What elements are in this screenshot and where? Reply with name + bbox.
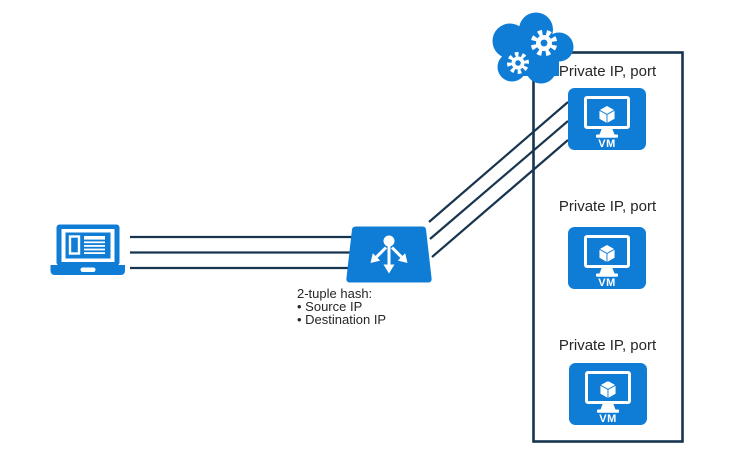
- cube-glyph: [598, 105, 616, 124]
- vm-icon: VM: [568, 227, 646, 289]
- vm-icon: VM: [568, 88, 646, 150]
- lb-hash-item: • Source IP: [297, 299, 363, 314]
- cube-glyph: [599, 380, 617, 399]
- load-balancer-icon: [346, 226, 432, 283]
- distribute-arrows-glyph: [370, 235, 408, 274]
- lb-hash-annotation: 2-tuple hash: • Source IP • Destination …: [297, 287, 386, 326]
- client-to-lb-links: [130, 235, 354, 270]
- vm-monitor: [584, 96, 630, 129]
- vm-badge: VM: [598, 138, 616, 150]
- lb-hash-item: • Destination IP: [297, 312, 387, 327]
- laptop-screen-lines: [84, 236, 105, 254]
- vm-monitor: [585, 371, 631, 404]
- vm-monitor: [584, 235, 630, 268]
- gear-icon: [507, 52, 529, 74]
- cloud-gears-icon: [492, 12, 574, 84]
- vm-badge: VM: [598, 277, 616, 289]
- laptop-screen-panel: [68, 235, 81, 255]
- vm-label: Private IP, port: [558, 198, 657, 215]
- cube-glyph: [598, 244, 616, 263]
- vm-label: Private IP, port: [558, 337, 657, 354]
- vm-badge: VM: [599, 413, 617, 425]
- lb-hash-title: 2-tuple hash:: [297, 286, 373, 301]
- lb-to-vm-links: [428, 101, 569, 258]
- laptop-icon: [50, 224, 125, 275]
- vm-icon: VM: [569, 363, 647, 425]
- backend-pool-box: [532, 51, 684, 443]
- vm-label: Private IP, port: [558, 63, 657, 80]
